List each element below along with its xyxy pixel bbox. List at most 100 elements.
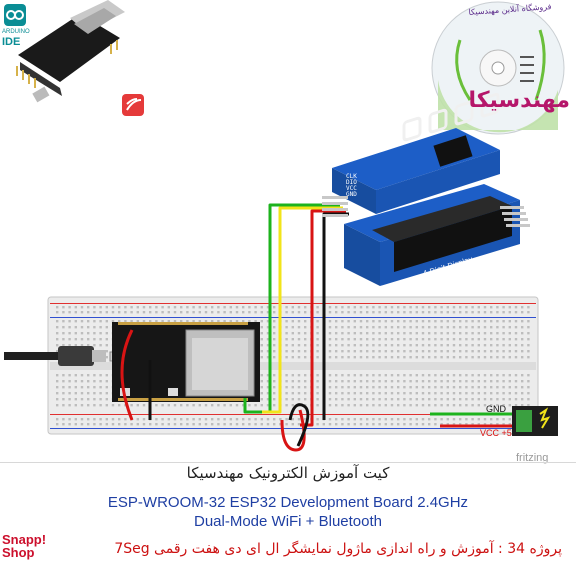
breadboard-hole (285, 306, 288, 309)
breadboard-hole (80, 326, 84, 329)
breadboard-hole (291, 306, 294, 309)
breadboard-hole (428, 320, 431, 323)
breadboard-hole (260, 423, 263, 426)
breadboard-hole (508, 386, 511, 389)
breadboard-hole (142, 418, 146, 421)
breadboard-hole (56, 374, 59, 377)
breadboard-hole (304, 356, 307, 359)
breadboard-hole (508, 326, 511, 329)
breadboard-hole (62, 392, 65, 395)
breadboard-hole (397, 344, 400, 347)
breadboard-hole (459, 332, 462, 335)
breadboard-hole (68, 404, 71, 407)
breadboard-hole (347, 392, 350, 395)
breadboard-hole (266, 418, 270, 421)
breadboard-hole (490, 350, 493, 353)
breadboard-hole (428, 326, 431, 329)
breadboard-hole (217, 404, 220, 407)
breadboard-hole (93, 380, 96, 383)
breadboard-hole (434, 404, 437, 407)
breadboard-hole (204, 418, 208, 421)
breadboard-hole (341, 320, 344, 323)
breadboard-hole (508, 398, 511, 401)
breadboard-hole (254, 320, 257, 323)
breadboard-hole (273, 380, 276, 383)
breadboard-hole (477, 320, 480, 323)
breadboard-hole (80, 332, 84, 335)
breadboard-hole (415, 338, 418, 341)
breadboard-hole (446, 311, 449, 314)
breadboard-hole (378, 320, 381, 323)
breadboard-hole (514, 386, 518, 389)
breadboard-hole (421, 356, 425, 359)
breadboard-hole (459, 326, 462, 329)
breadboard-hole (335, 306, 338, 309)
breadboard-hole (62, 374, 65, 377)
breadboard-hole (477, 326, 480, 329)
breadboard-hole (490, 392, 493, 395)
breadboard-hole (452, 386, 456, 389)
breadboard-hole (471, 374, 474, 377)
breadboard-hole (56, 386, 59, 389)
breadboard-hole (459, 356, 462, 359)
breadboard-hole (297, 374, 301, 377)
breadboard-hole (273, 423, 276, 426)
breadboard-hole (477, 338, 480, 341)
breadboard-hole (409, 423, 412, 426)
breadboard-hole (180, 404, 183, 407)
breadboard-hole (273, 332, 276, 335)
breadboard-hole (87, 418, 90, 421)
breadboard-hole (285, 423, 288, 426)
breadboard-hole (390, 306, 394, 309)
breadboard-hole (316, 423, 319, 426)
pin-label-clk: CLK (346, 173, 357, 180)
breadboard-hole (459, 374, 462, 377)
breadboard-hole (242, 404, 245, 407)
breadboard-hole (353, 398, 356, 401)
breadboard-hole (465, 386, 468, 389)
breadboard-hole (136, 423, 139, 426)
breadboard-hole (266, 326, 270, 329)
breadboard-hole (347, 380, 350, 383)
breadboard-hole (260, 356, 263, 359)
breadboard-hole (428, 374, 431, 377)
breadboard-hole (328, 380, 332, 383)
breadboard-hole (521, 306, 524, 309)
breadboard-hole (223, 306, 226, 309)
breadboard-hole (149, 306, 152, 309)
breadboard-hole (477, 392, 480, 395)
breadboard-hole (266, 320, 270, 323)
breadboard-hole (409, 332, 412, 335)
breadboard-hole (80, 344, 84, 347)
breadboard-hole (62, 386, 65, 389)
breadboard-hole (428, 423, 431, 426)
breadboard-hole (465, 350, 468, 353)
breadboard-hole (521, 326, 524, 329)
breadboard-hole (372, 326, 375, 329)
breadboard-hole (366, 392, 369, 395)
breadboard-hole (403, 386, 406, 389)
breadboard-hole (359, 338, 363, 341)
breadboard-hole (99, 423, 102, 426)
breadboard-hole (527, 311, 530, 314)
breadboard-hole (74, 380, 77, 383)
breadboard-hole (521, 398, 524, 401)
breadboard-hole (508, 320, 511, 323)
breadboard-hole (397, 338, 400, 341)
breadboard-hole (68, 338, 71, 341)
breadboard-hole (80, 320, 84, 323)
breadboard-hole (521, 344, 524, 347)
breadboard-hole (291, 392, 294, 395)
breadboard-hole (297, 423, 301, 426)
breadboard-hole (74, 306, 77, 309)
breadboard-hole (347, 404, 350, 407)
breadboard-hole (372, 423, 375, 426)
breadboard-hole (328, 311, 332, 314)
breadboard-hole (80, 374, 84, 377)
breadboard-hole (390, 374, 394, 377)
breadboard-hole (372, 332, 375, 335)
breadboard-hole (341, 338, 344, 341)
breadboard-hole (105, 380, 108, 383)
breadboard-hole (434, 356, 437, 359)
breadboard-hole (508, 344, 511, 347)
